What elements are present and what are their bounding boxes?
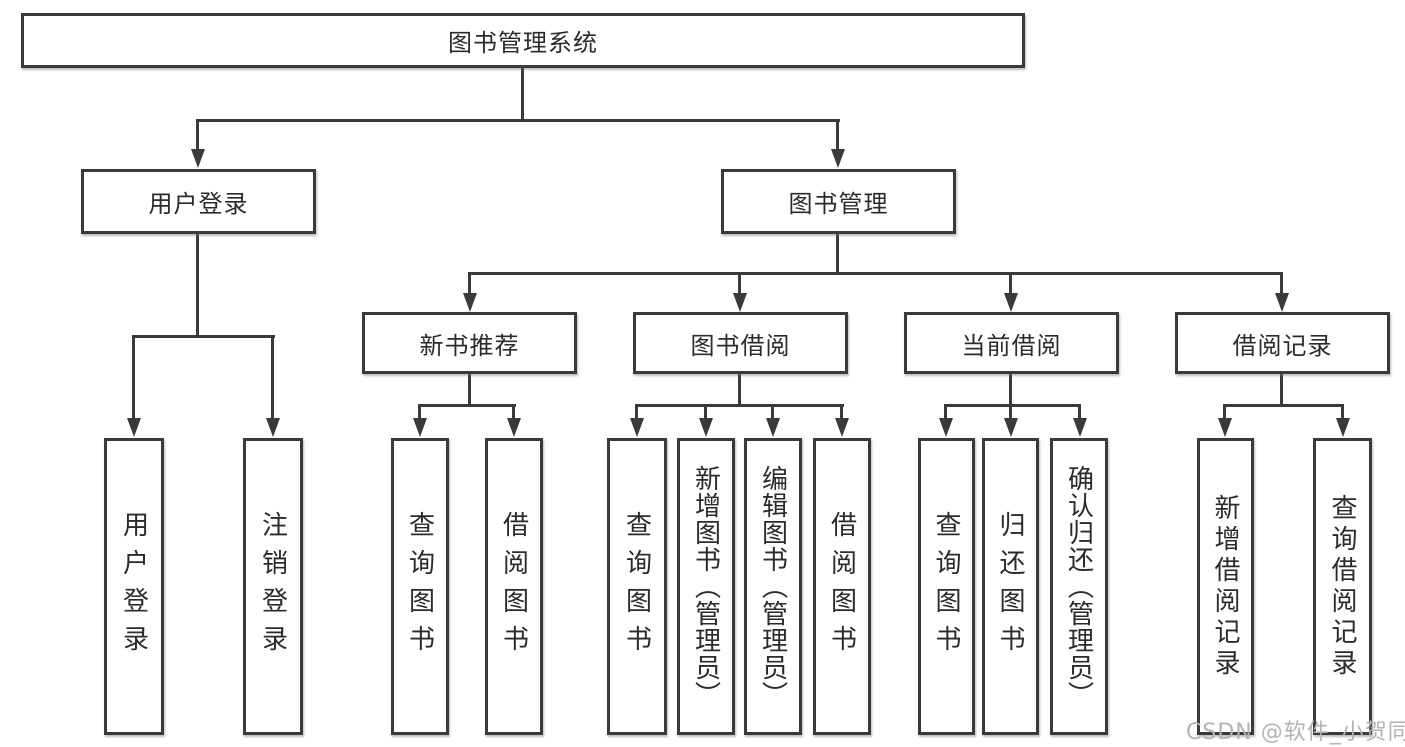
arrow-down-icon: [191, 149, 205, 168]
leaf-label: 查询借阅记录: [1327, 493, 1357, 680]
leaf-edit-books-admin: 编辑图书（管理员）: [744, 438, 802, 735]
leaf-query-books-recommend: 查询图书: [391, 438, 449, 735]
arrow-down-icon: [127, 418, 141, 437]
connector-userlogin-split: [132, 335, 275, 338]
leaf-query-books-borrow: 查询图书: [607, 438, 667, 735]
connector-arrow-line: [836, 119, 839, 152]
arrow-down-icon: [835, 418, 849, 437]
leaf-label: 借阅图书: [498, 510, 529, 663]
arrow-down-icon: [831, 149, 845, 168]
connector-level3-split: [468, 272, 1283, 275]
connector-stem: [1009, 374, 1012, 407]
connector-arrow-line: [512, 404, 515, 421]
arrow-down-icon: [1004, 418, 1018, 437]
arrow-down-icon: [266, 418, 280, 437]
node-book-management: 图书管理: [721, 169, 956, 234]
connector-arrow-line: [738, 272, 741, 296]
leaf-return-books: 归还图书: [982, 438, 1039, 735]
leaf-label: 查询图书: [621, 510, 652, 663]
connector-arrow-line: [1009, 272, 1012, 296]
connector-arrow-line: [635, 404, 638, 421]
connector-stem: [738, 374, 741, 407]
leaf-query-books-current: 查询图书: [918, 438, 975, 735]
arrow-down-icon: [1073, 418, 1087, 437]
connector-arrow-line: [468, 272, 471, 296]
arrow-down-icon: [733, 293, 747, 312]
connector-stem: [1280, 374, 1283, 407]
leaf-label: 查询图书: [404, 510, 435, 663]
connector-stem: [468, 374, 471, 407]
connector-split: [418, 404, 516, 407]
leaf-label: 借阅图书: [826, 510, 857, 663]
arrow-down-icon: [630, 418, 644, 437]
csdn-watermark: CSDN @软件_小贺同学: [1186, 720, 1405, 745]
connector-arrow-line: [1280, 272, 1283, 296]
leaf-borrow-books: 借阅图书: [813, 438, 871, 735]
node-new-book-recommend: 新书推荐: [362, 312, 577, 374]
connector-arrow-line: [271, 335, 274, 421]
connector-split: [1223, 404, 1344, 407]
leaf-label: 注销登录: [257, 510, 288, 663]
arrow-down-icon: [463, 293, 477, 312]
arrow-down-icon: [766, 418, 780, 437]
connector-bookmgmt-stem: [836, 234, 839, 274]
connector-arrow-line: [418, 404, 421, 421]
leaf-label: 查询图书: [931, 510, 961, 663]
leaf-add-borrow-record: 新增借阅记录: [1197, 438, 1254, 735]
leaf-label: 新增借阅记录: [1210, 493, 1240, 680]
connector-root-stem: [521, 68, 524, 121]
connector-arrow-line: [1009, 404, 1012, 421]
arrow-down-icon: [699, 418, 713, 437]
connector-arrow-line: [944, 404, 947, 421]
arrow-down-icon: [1275, 293, 1289, 312]
leaf-borrow-books-recommend: 借阅图书: [485, 438, 543, 735]
leaf-query-borrow-record: 查询借阅记录: [1313, 438, 1372, 735]
connector-arrow-line: [1223, 404, 1226, 421]
arrow-down-icon: [1218, 418, 1232, 437]
arrow-down-icon: [939, 418, 953, 437]
arrow-down-icon: [507, 418, 521, 437]
node-current-borrow: 当前借阅: [904, 312, 1119, 374]
leaf-add-books-admin: 新增图书（管理员）: [677, 438, 735, 735]
node-user-login: 用户登录: [81, 169, 316, 234]
node-book-borrow: 图书借阅: [633, 312, 848, 374]
connector-split: [944, 404, 1081, 407]
connector-arrow-line: [1341, 404, 1344, 421]
leaf-user-login: 用户登录: [104, 438, 164, 735]
connector-arrow-line: [840, 404, 843, 421]
connector-arrow-line: [132, 335, 135, 421]
leaf-label: 新增图书（管理员）: [690, 465, 721, 708]
arrow-down-icon: [1336, 418, 1350, 437]
leaf-label: 确认归还（管理员）: [1063, 465, 1094, 708]
connector-arrow-line: [196, 119, 199, 152]
connector-arrow-line: [1078, 404, 1081, 421]
leaf-label: 编辑图书（管理员）: [757, 465, 788, 708]
arrow-down-icon: [1004, 293, 1018, 312]
arrow-down-icon: [413, 418, 427, 437]
connector-arrow-line: [771, 404, 774, 421]
leaf-logout: 注销登录: [243, 438, 303, 735]
node-library-management-system: 图书管理系统: [21, 13, 1025, 68]
leaf-confirm-return-admin: 确认归还（管理员）: [1050, 438, 1108, 735]
leaf-label: 归还图书: [995, 510, 1025, 663]
node-borrow-records: 借阅记录: [1175, 312, 1390, 374]
connector-split: [635, 404, 844, 407]
connector-userlogin-stem: [196, 234, 199, 338]
connector-level2-split: [196, 119, 840, 122]
connector-arrow-line: [704, 404, 707, 421]
leaf-label: 用户登录: [118, 510, 149, 663]
